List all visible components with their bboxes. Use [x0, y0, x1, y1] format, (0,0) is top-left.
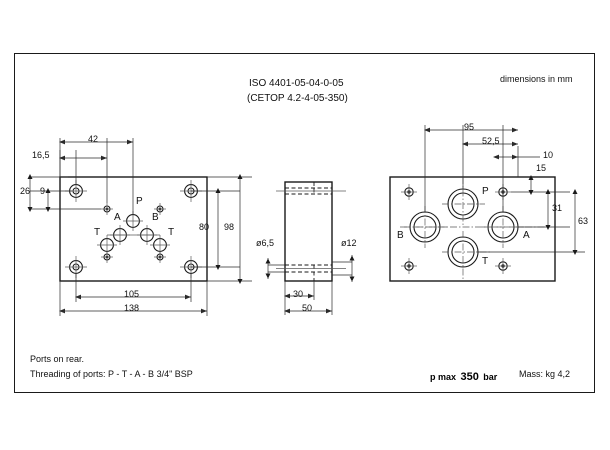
front-port-label-p: P — [136, 196, 143, 207]
rear-port-label-p: P — [482, 186, 489, 197]
front-port-label-b: B — [152, 212, 159, 223]
front-dim-9: 9 — [40, 186, 46, 196]
front-dim-98: 98 — [224, 222, 235, 232]
side-dim-dia-12: ø12 — [341, 238, 357, 248]
pressure-rating: p max 350 bar — [430, 367, 497, 385]
rear-port-label-t: T — [482, 256, 489, 267]
front-port-label-a: A — [114, 212, 121, 223]
units-note: dimensions in mm — [500, 74, 573, 84]
front-port-label-t-right: T — [168, 227, 175, 238]
side-dim-50: 50 — [302, 303, 313, 313]
front-dim-105: 105 — [124, 289, 140, 299]
front-dim-138: 138 — [124, 303, 140, 313]
rear-dim-10: 10 — [543, 150, 554, 160]
front-dim-80: 80 — [199, 222, 210, 232]
mass-value: Mass: kg 4,2 — [519, 369, 571, 379]
side-dim-30: 30 — [293, 289, 304, 299]
rear-port-label-b: B — [397, 230, 404, 241]
side-dim-dia-6-5: ø6,5 — [256, 238, 275, 248]
standard-title-line2: (CETOP 4.2-4-05-350) — [247, 93, 348, 104]
rear-dim-52-5: 52,5 — [482, 136, 500, 146]
front-dim-26: 26 — [20, 186, 31, 196]
rear-dim-95: 95 — [464, 122, 475, 132]
drawing-frame-border — [14, 53, 595, 393]
rear-dim-15: 15 — [536, 163, 547, 173]
note-threading: Threading of ports: P - T - A - B 3/4" B… — [30, 369, 193, 379]
standard-title-line1: ISO 4401-05-04-0-05 — [249, 78, 344, 89]
front-dim-16-5: 16,5 — [32, 150, 50, 160]
note-ports-on-rear: Ports on rear. — [30, 354, 85, 364]
front-dim-42: 42 — [88, 134, 99, 144]
rear-dim-63: 63 — [578, 216, 589, 226]
rear-port-label-a: A — [523, 230, 530, 241]
rear-dim-31: 31 — [552, 203, 563, 213]
pressure-value: 350 — [460, 371, 479, 383]
pressure-suffix: bar — [483, 372, 498, 382]
front-port-label-t-left: T — [94, 227, 101, 238]
pressure-prefix: p max — [430, 372, 457, 382]
